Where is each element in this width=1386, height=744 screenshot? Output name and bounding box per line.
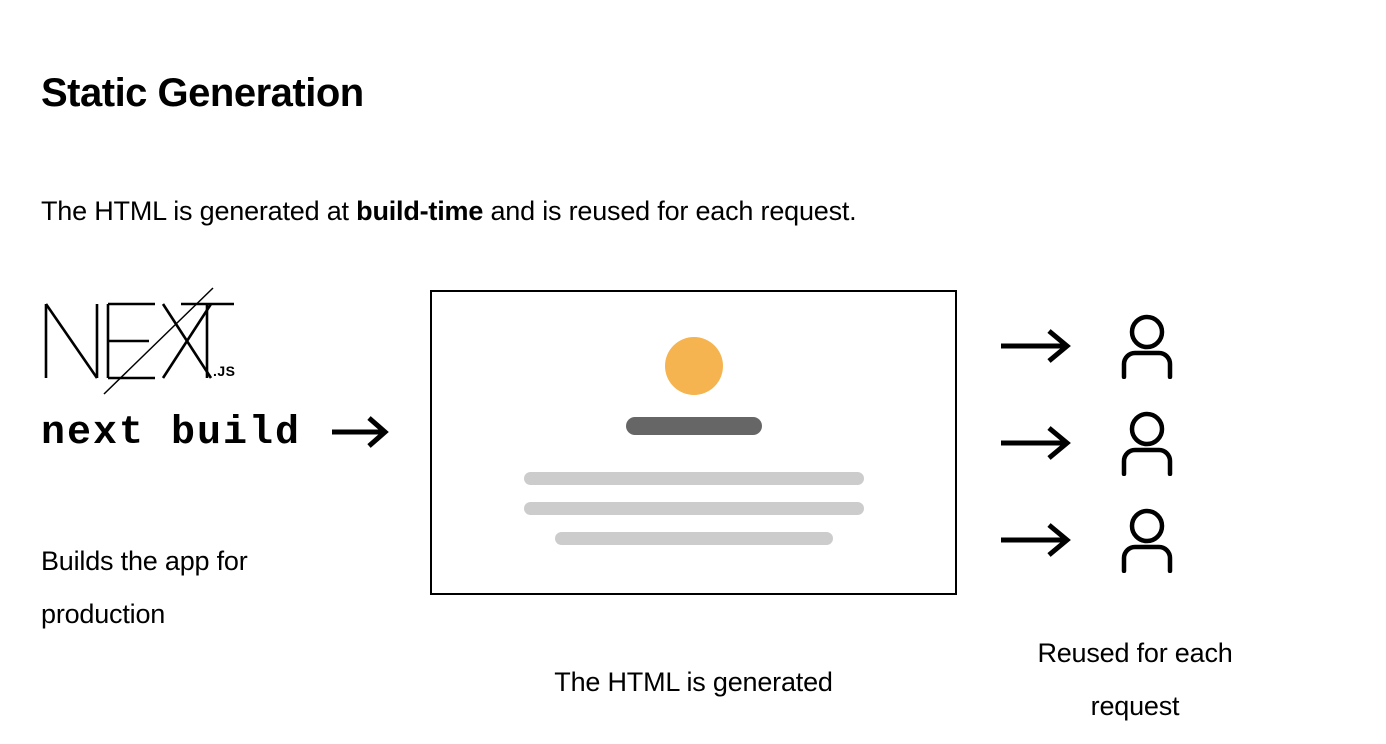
nextjs-logo-suffix: .JS: [213, 363, 236, 379]
page-subtitle: The HTML is generated at build-time and …: [41, 195, 857, 227]
arrow-right-icon: [1000, 326, 1072, 371]
generated-html-caption: The HTML is generated: [554, 667, 833, 697]
arrow-right-icon: [331, 415, 389, 454]
mock-text-line: [523, 472, 864, 485]
generated-html-page-mock: [430, 290, 957, 595]
mock-avatar-circle: [664, 337, 723, 395]
request-row: [1000, 397, 1270, 494]
nextjs-logo-mark: .JS: [44, 287, 236, 395]
subtitle-text-after: and is reused for each request.: [483, 196, 857, 226]
requests-caption: Reused for each request: [985, 627, 1285, 732]
build-step-caption: Builds the app for production: [41, 546, 248, 629]
request-row: [1000, 300, 1270, 397]
arrow-right-icon: [1000, 520, 1072, 565]
user-icon: [1116, 313, 1178, 384]
arrow-right-icon: [1000, 423, 1072, 468]
mock-page-content: [432, 292, 955, 593]
mock-title-bar: [625, 417, 762, 435]
mock-text-line: [523, 502, 864, 515]
requests-column: [1000, 300, 1270, 591]
requests-caption-line-2: request: [1090, 690, 1180, 721]
request-row: [1000, 494, 1270, 591]
user-icon: [1116, 507, 1178, 578]
requests-caption-line-1: Reused for each: [1037, 638, 1233, 668]
build-command-text: next build: [41, 411, 302, 456]
subtitle-emphasis-build-time: build-time: [356, 196, 484, 226]
user-icon: [1116, 410, 1178, 481]
nextjs-logo: .JS: [41, 286, 241, 396]
subtitle-text-before: The HTML is generated at: [41, 196, 357, 226]
build-command-row: next build: [41, 406, 389, 462]
page-title: Static Generation: [41, 70, 364, 115]
mock-text-line: [554, 532, 833, 545]
